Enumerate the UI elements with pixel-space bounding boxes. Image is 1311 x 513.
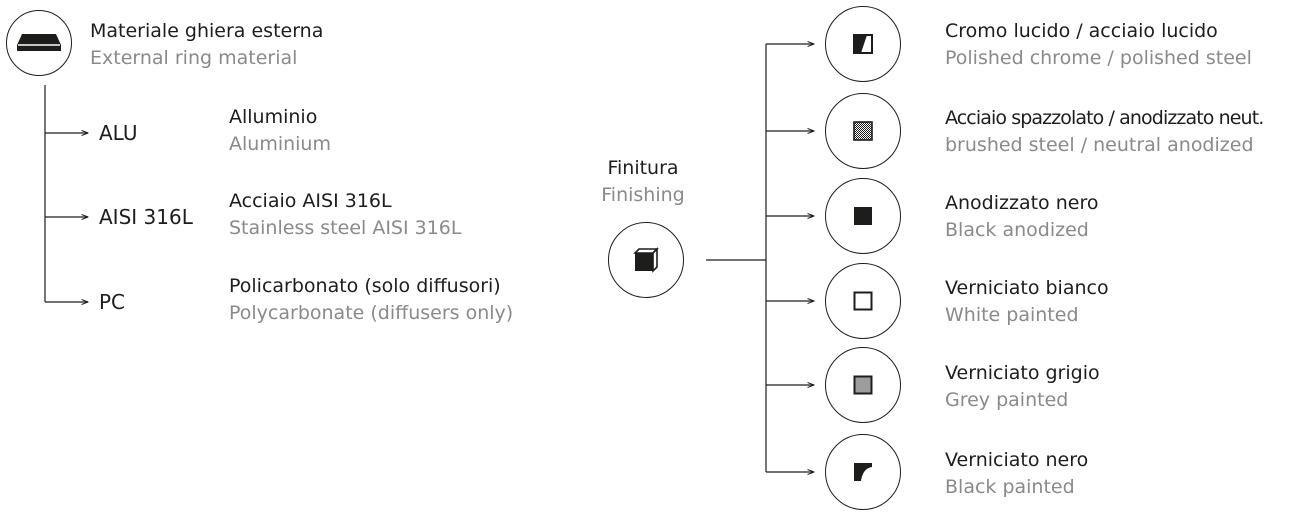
finish-circle-black-painted (825, 434, 901, 510)
finish-brushed-steel-it: Acciaio spazzolato / anodizzato neut. (945, 107, 1264, 129)
finishing-title-en: Finishing (601, 184, 685, 206)
finish-white-painted-it: Verniciato bianco (945, 277, 1109, 299)
material-pc-it: Policarbonato (solo diffusori) (229, 275, 501, 297)
black-anodized-swatch-icon (854, 207, 872, 225)
finish-black-painted-en: Black painted (945, 476, 1075, 498)
material-pc-en: Polycarbonate (diffusers only) (229, 302, 514, 324)
material-title-it: Materiale ghiera esterna (90, 20, 324, 42)
finish-circle-brushed-steel (825, 93, 901, 169)
finish-white-painted-en: White painted (945, 304, 1079, 326)
finish-circle-black-anodized (825, 178, 901, 254)
material-aisi-it: Acciaio AISI 316L (229, 190, 392, 212)
material-code-aisi: AISI 316L (99, 205, 193, 229)
finish-polished-chrome-it: Cromo lucido / acciaio lucido (945, 20, 1218, 42)
finish-grey-painted-it: Verniciato grigio (945, 362, 1100, 384)
material-aisi-en: Stainless steel AISI 316L (229, 217, 462, 239)
ring-material-circle (6, 10, 72, 76)
finish-black-painted-it: Verniciato nero (945, 449, 1089, 471)
external-ring-icon (17, 34, 61, 51)
finish-circle-white-painted (825, 263, 901, 339)
brushed-steel-swatch-icon (853, 121, 873, 141)
finishing-circle (608, 222, 684, 298)
finish-black-anodized-it: Anodizzato nero (945, 192, 1099, 214)
finish-brushed-steel-en: brushed steel / neutral anodized (945, 134, 1254, 156)
finish-circle-polished-chrome (825, 6, 901, 82)
finishing-title-it: Finitura (607, 157, 679, 179)
grey-painted-swatch-icon (853, 375, 873, 395)
finish-grey-painted-en: Grey painted (945, 389, 1069, 411)
material-alu-it: Alluminio (229, 106, 318, 128)
finish-polished-chrome-en: Polished chrome / polished steel (945, 47, 1252, 69)
finish-black-anodized-en: Black anodized (945, 219, 1089, 241)
material-code-pc: PC (99, 290, 126, 314)
black-painted-swatch-icon (854, 463, 872, 481)
cube-icon (633, 247, 659, 273)
finish-circle-grey-painted (825, 347, 901, 423)
material-alu-en: Aluminium (229, 133, 331, 155)
material-title-en: External ring material (90, 47, 298, 69)
material-code-alu: ALU (99, 121, 138, 145)
white-painted-swatch-icon (853, 291, 873, 311)
polished-chrome-swatch-icon (853, 34, 873, 54)
